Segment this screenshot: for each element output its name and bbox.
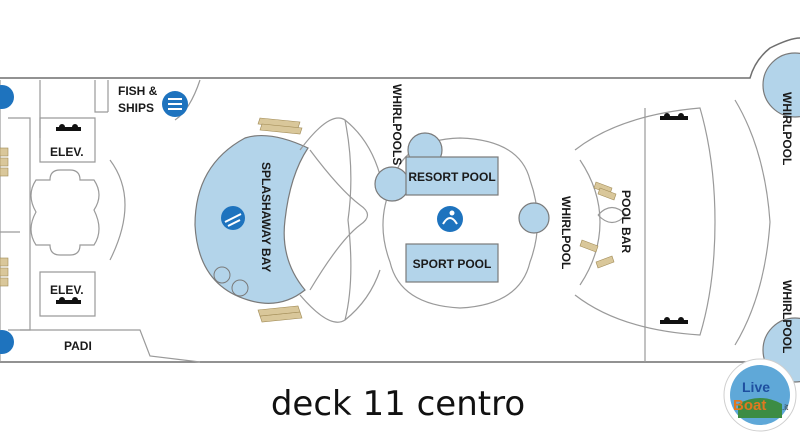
splashaway-label: SPLASHAWAY BAY <box>259 162 273 272</box>
dining-icon <box>0 85 14 354</box>
liveboat-logo: Live Boat .it <box>723 358 797 432</box>
fish-ships-line2: SHIPS <box>118 101 154 115</box>
pool-bar-area: WHIRLPOOL POOL BAR <box>559 99 771 362</box>
restroom-icon <box>660 317 688 324</box>
elev-top-label: ELEV. <box>50 145 84 159</box>
pool-deck: RESORT POOL SPORT POOL WHIRLPOOLS <box>374 84 550 309</box>
resort-pool <box>405 156 499 196</box>
logo-line1: Live <box>742 379 770 395</box>
logo-suffix: .it <box>782 403 789 412</box>
waterslide-icon <box>221 206 245 230</box>
sport-pool <box>405 243 499 283</box>
restroom-icon <box>660 113 688 120</box>
logo-line2: Boat <box>733 397 766 414</box>
whirlpool-right <box>518 202 550 234</box>
right-whirlpools: WHIRLPOOL WHIRLPOOL <box>762 52 800 383</box>
restroom-icon <box>56 124 81 131</box>
elevator-bottom: ELEV. <box>50 283 84 304</box>
dome-structure <box>299 117 381 323</box>
elevator-top: ELEV. <box>50 124 84 159</box>
splashaway-bay: SPLASHAWAY BAY <box>194 117 309 323</box>
fish-ships-line1: FISH & <box>118 84 158 98</box>
whirlpool-mid-label: WHIRLPOOL <box>559 196 573 269</box>
resort-pool-label: RESORT POOL <box>408 170 495 184</box>
padi-label: PADI <box>64 339 92 353</box>
deck-caption: deck 11 centro <box>271 384 525 424</box>
whirlpool-left <box>374 166 410 202</box>
whirlpool-right-top-label: WHIRLPOOL <box>780 92 794 165</box>
pool-icon <box>437 206 463 232</box>
pool-bar-label: POOL BAR <box>619 190 633 253</box>
whirlpool-right-bottom-label: WHIRLPOOL <box>780 280 794 353</box>
left-area <box>0 79 201 363</box>
sport-pool-label: SPORT POOL <box>413 257 492 271</box>
elev-bottom-label: ELEV. <box>50 283 84 297</box>
dining-icon <box>162 91 188 117</box>
restroom-icon <box>56 297 81 304</box>
fish-ships: FISH & SHIPS <box>118 84 188 117</box>
whirlpools-label: WHIRLPOOLS <box>390 84 404 165</box>
